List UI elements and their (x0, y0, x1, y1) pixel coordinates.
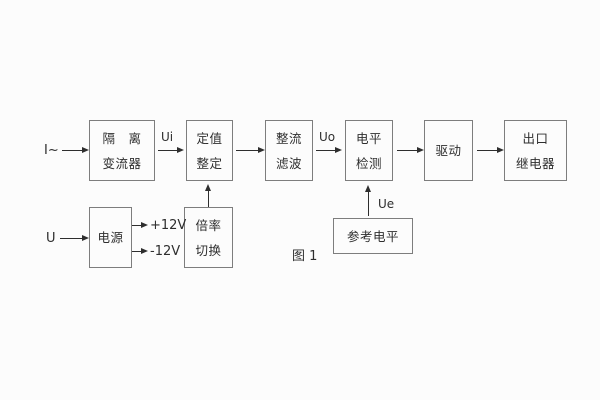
input-current-label: I~ (44, 143, 59, 158)
block-power-supply-line1: 电源 (97, 230, 124, 245)
block-rectify-filter-line2: 滤波 (275, 155, 302, 171)
block-power-supply: 电源 (89, 207, 132, 268)
arrow-setting-to-rectify (236, 147, 265, 153)
block-output-relay-line1: 出口 (522, 130, 549, 146)
arrow-drive-to-relay (477, 147, 504, 153)
figure-caption: 图 1 (292, 249, 318, 264)
block-setting-adjust-line1: 定值 (196, 130, 223, 146)
arrow-level-to-drive (397, 147, 424, 153)
block-rectify-filter-line1: 整流 (275, 130, 302, 146)
arrow-reference-to-level (365, 185, 371, 216)
arrow-rectify-to-level (316, 147, 342, 153)
signal-uo-label: Uo (319, 130, 336, 144)
block-level-detect-line1: 电平 (355, 130, 382, 146)
input-voltage-label: U (46, 231, 56, 246)
block-reference-level-line1: 参考电平 (346, 228, 399, 244)
block-reference-level: 参考电平 (333, 218, 413, 254)
block-setting-adjust: 定值 整定 (186, 120, 233, 181)
block-ratio-switch: 倍率 切换 (184, 207, 233, 268)
block-level-detect: 电平 检测 (345, 120, 393, 181)
plus12v-label: +12V (150, 218, 187, 233)
arrow-current-to-isolation (62, 147, 89, 153)
minus12v-label: -12V (150, 244, 181, 259)
block-drive: 驱动 (424, 120, 473, 181)
arrow-ratio-to-setting (205, 184, 211, 207)
block-drive-line1: 驱动 (435, 143, 462, 158)
block-level-detect-line2: 检测 (355, 155, 382, 171)
block-output-relay-line2: 继电器 (515, 155, 555, 171)
block-ratio-switch-line1: 倍率 (195, 217, 222, 233)
block-rectify-filter: 整流 滤波 (265, 120, 313, 181)
block-output-relay: 出口 继电器 (504, 120, 567, 181)
block-ratio-switch-line2: 切换 (195, 242, 222, 258)
arrow-power-minus12v (132, 248, 148, 254)
arrow-isolation-to-setting (158, 147, 184, 153)
arrow-power-plus12v (132, 222, 148, 228)
block-isolation-converter-line2: 变流器 (102, 155, 142, 171)
arrow-voltage-to-power (60, 235, 89, 241)
signal-ue-label: Ue (378, 197, 395, 211)
block-setting-adjust-line2: 整定 (196, 155, 223, 171)
block-isolation-converter: 隔 离 变流器 (89, 120, 155, 181)
block-isolation-converter-line1: 隔 离 (102, 130, 142, 146)
signal-ui-label: Ui (161, 130, 174, 144)
